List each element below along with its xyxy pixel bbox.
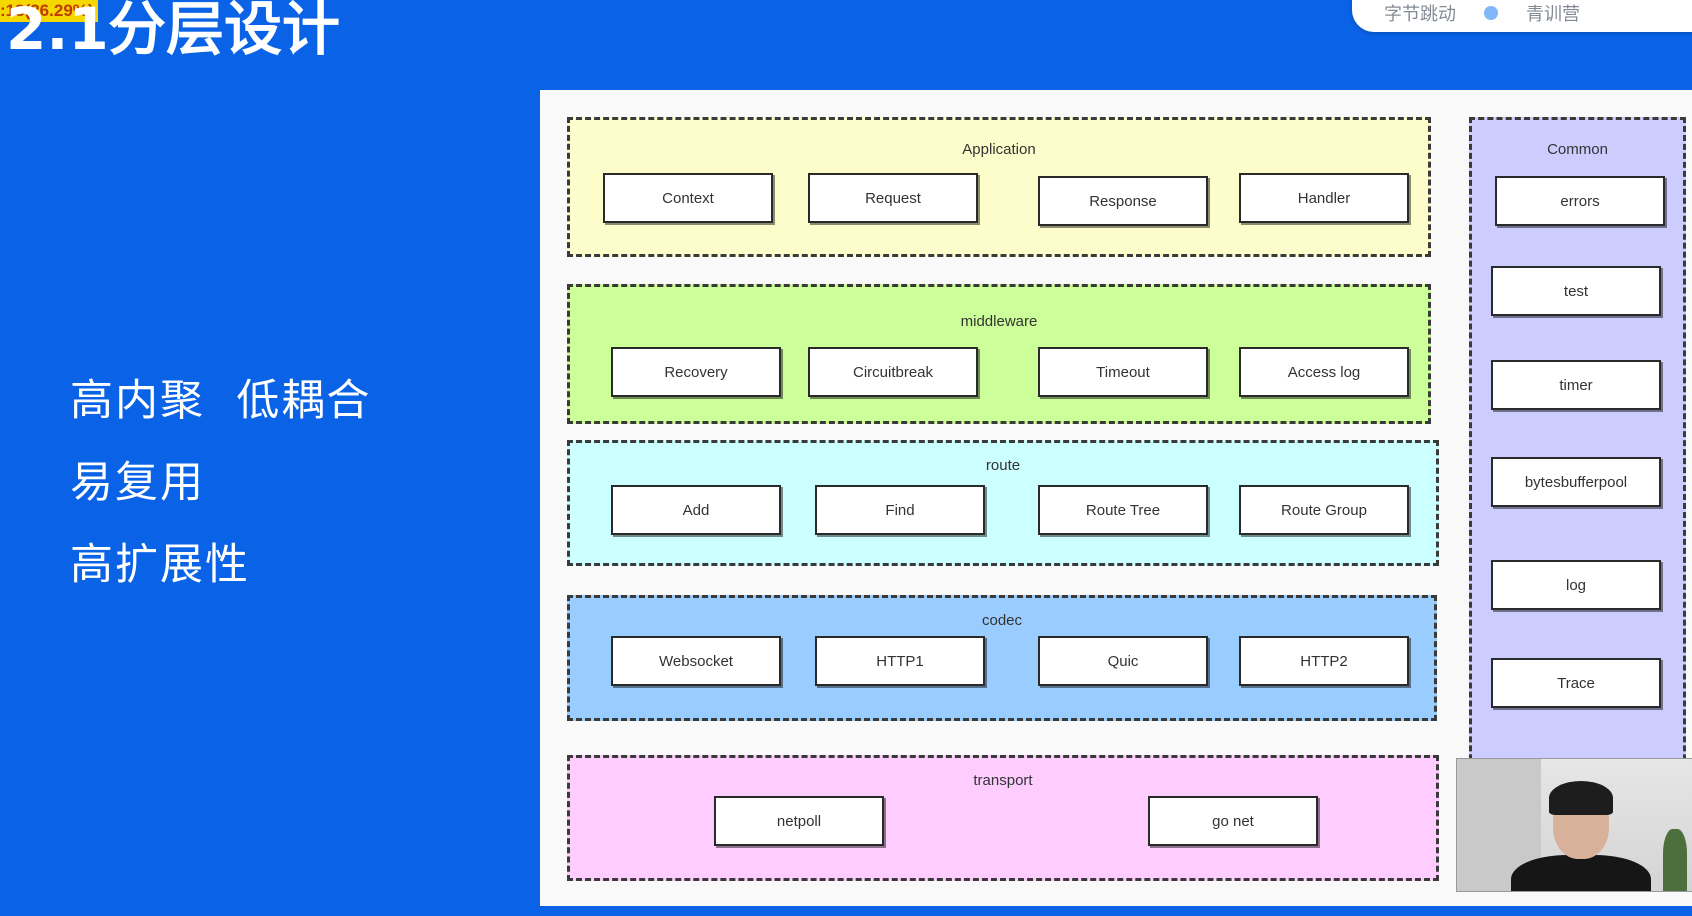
slide-title-number: 2.1: [6, 0, 109, 63]
component-box: Websocket: [611, 636, 781, 686]
component-box: Circuitbreak: [808, 347, 978, 397]
component-box: Add: [611, 485, 781, 535]
brand-item: 字节跳动: [1384, 4, 1456, 25]
layer-label: transport: [973, 772, 1033, 789]
component-box: timer: [1491, 360, 1661, 410]
component-box: go net: [1148, 796, 1318, 846]
component-box: Route Group: [1239, 485, 1409, 535]
bullet-item: 高扩展性: [70, 540, 250, 590]
layer-application: Application Context Request Response Han…: [567, 117, 1431, 257]
layer-label: Application: [962, 141, 1036, 158]
progress-badge: :18(26.29%): [0, 0, 98, 22]
layer-label: Common: [1547, 141, 1608, 158]
component-box: Request: [808, 173, 978, 223]
component-box: log: [1491, 560, 1661, 610]
component-box: Handler: [1239, 173, 1409, 223]
layer-transport: transport netpoll go net: [567, 755, 1439, 881]
architecture-diagram: Application Context Request Response Han…: [540, 90, 1692, 906]
component-box: netpoll: [714, 796, 884, 846]
component-box: Response: [1038, 176, 1208, 226]
layer-label: route: [985, 457, 1021, 474]
bullet-item: 高内聚 低耦合: [70, 376, 372, 426]
component-box: HTTP2: [1239, 636, 1409, 686]
component-box: Access log: [1239, 347, 1409, 397]
layer-label: codec: [981, 612, 1023, 629]
presenter-video-icon: [1456, 758, 1692, 892]
component-box: Context: [603, 173, 773, 223]
brand-logo-icon: [1484, 6, 1498, 20]
layer-codec: codec Websocket HTTP1 Quic HTTP2: [567, 595, 1437, 721]
component-box: bytesbufferpool: [1491, 457, 1661, 507]
component-box: Trace: [1491, 658, 1661, 708]
component-box: test: [1491, 266, 1661, 316]
brand-item: 青训营: [1526, 4, 1580, 25]
component-box: Recovery: [611, 347, 781, 397]
slide-title-text: 分层设计: [108, 0, 341, 63]
component-box: errors: [1495, 176, 1665, 226]
layer-common: Common errors test timer bytesbufferpool…: [1469, 117, 1686, 877]
component-box: Timeout: [1038, 347, 1208, 397]
top-right-brand-bar: 字节跳动 青训营: [1352, 0, 1692, 32]
component-box: Quic: [1038, 636, 1208, 686]
component-box: Find: [815, 485, 985, 535]
bullet-list: 高内聚 低耦合 易复用 高扩展性: [70, 360, 371, 606]
bullet-item: 易复用: [70, 458, 205, 508]
component-box: Route Tree: [1038, 485, 1208, 535]
slide-title: 2.1分层设计: [0, 0, 340, 64]
component-box: HTTP1: [815, 636, 985, 686]
layer-label: middleware: [960, 313, 1038, 330]
layer-middleware: middleware Recovery Circuitbreak Timeout…: [567, 284, 1431, 424]
layer-route: route Add Find Route Tree Route Group: [567, 440, 1439, 566]
